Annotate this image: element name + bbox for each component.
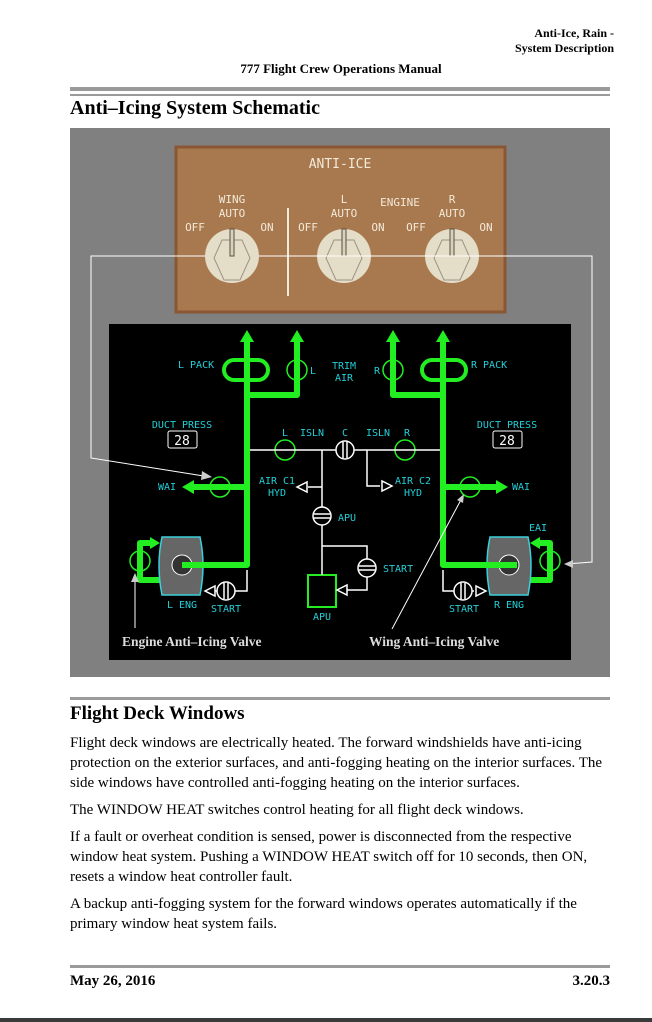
wai-right-label: WAI: [512, 482, 530, 493]
svg-text:ISLN: ISLN: [300, 428, 324, 439]
apu-valve-label: APU: [338, 513, 356, 524]
flow-arrows: [150, 330, 540, 549]
svg-text:R: R: [404, 428, 411, 439]
header-section-line2: System Description: [515, 41, 614, 55]
anti-ice-panel: ANTI-ICE ENGINE WING AUTO OFF ON L AUTO …: [174, 145, 507, 314]
svg-text:ON: ON: [371, 221, 384, 234]
svg-text:OFF: OFF: [298, 221, 318, 234]
left-start-valve: [216, 581, 236, 601]
l-eng-label: L ENG: [167, 600, 197, 611]
paragraph: A backup anti-fogging system for the for…: [70, 896, 577, 932]
svg-text:L: L: [341, 193, 348, 206]
apu-start-valve: [357, 558, 377, 578]
paragraph: Flight deck windows are electrically hea…: [70, 735, 603, 791]
svg-text:AUTO: AUTO: [219, 207, 246, 220]
header-section-line1: Anti-Ice, Rain -: [534, 26, 614, 40]
isln-l-label: L: [282, 428, 288, 439]
svg-text:ON: ON: [260, 221, 273, 234]
left-engine: [158, 536, 247, 596]
engine-label: ENGINE: [380, 196, 420, 209]
svg-text:HYD: HYD: [404, 488, 422, 499]
svg-text:AUTO: AUTO: [331, 207, 358, 220]
wing-valve-callout: Wing Anti–Icing Valve: [369, 634, 499, 649]
r-pack-label: R PACK: [471, 360, 507, 371]
engine-anti-ice-valve-right: [539, 550, 561, 572]
wing-anti-ice-selector[interactable]: WING AUTO OFF ON: [185, 193, 274, 283]
engine-valve-callout: Engine Anti–Icing Valve: [122, 634, 262, 649]
duct-press-left-value: 28: [174, 434, 190, 449]
isln-valve-center: [335, 440, 355, 460]
svg-text:AUTO: AUTO: [439, 207, 466, 220]
apu-valve: [312, 506, 332, 526]
paragraph: The WINDOW HEAT switches control heating…: [70, 802, 524, 818]
svg-text:C: C: [342, 428, 348, 439]
left-start-label: START: [211, 604, 241, 615]
synoptic-display: [109, 324, 571, 660]
anti-icing-schematic: ANTI-ICE ENGINE WING AUTO OFF ON L AUTO …: [70, 128, 610, 677]
wing-anti-ice-valve-right: [459, 476, 481, 498]
engine-anti-ice-valve-left: [129, 550, 151, 572]
trim-l-label: L: [310, 366, 316, 377]
trim-air-valve-right: [382, 359, 404, 381]
air-c1-label: AIR C1: [259, 476, 295, 487]
eai-label: EAI: [529, 523, 547, 534]
right-engine: [443, 536, 532, 596]
wai-left-label: WAI: [158, 482, 176, 493]
l-pack-label: L PACK: [178, 360, 214, 371]
divider: [70, 87, 610, 91]
apu-start-label: START: [383, 564, 413, 575]
svg-text:OFF: OFF: [185, 221, 205, 234]
callout-lines: [90, 255, 593, 630]
svg-text:ON: ON: [479, 221, 492, 234]
divider: [70, 94, 610, 96]
right-start-valve: [453, 581, 473, 601]
section-title: Flight Deck Windows: [70, 703, 245, 724]
paragraph: If a fault or overheat condition is sens…: [70, 829, 588, 885]
apu-box-label: APU: [313, 612, 331, 623]
trim-air-label: TRIM: [332, 361, 356, 372]
duct-press-right-label: DUCT PRESS: [477, 420, 537, 431]
section-body: Flight deck windows are electrically hea…: [70, 733, 615, 941]
divider: [70, 965, 610, 968]
wing-anti-ice-valve-left: [209, 476, 231, 498]
air-c2-label: AIR C2: [395, 476, 431, 487]
right-start-label: START: [449, 604, 479, 615]
footer-date: May 26, 2016: [70, 973, 156, 989]
divider: [70, 697, 610, 700]
r-eng-label: R ENG: [494, 600, 524, 611]
svg-text:WING: WING: [219, 193, 246, 206]
trim-air-valve-left: [286, 359, 308, 381]
trim-r-label: R: [374, 366, 381, 377]
svg-text:AIR: AIR: [335, 373, 354, 384]
duct-press-right-value: 28: [499, 434, 515, 449]
panel-title: ANTI-ICE: [309, 157, 372, 172]
page-bottom-edge: [0, 1018, 652, 1022]
schematic-title: Anti–Icing System Schematic: [70, 97, 320, 119]
footer-page: 3.20.3: [572, 973, 611, 989]
manual-title: 777 Flight Crew Operations Manual: [240, 61, 442, 76]
svg-text:OFF: OFF: [406, 221, 426, 234]
svg-text:ISLN: ISLN: [366, 428, 390, 439]
duct-press-left-label: DUCT PRESS: [152, 420, 212, 431]
svg-text:R: R: [449, 193, 456, 206]
svg-text:HYD: HYD: [268, 488, 286, 499]
